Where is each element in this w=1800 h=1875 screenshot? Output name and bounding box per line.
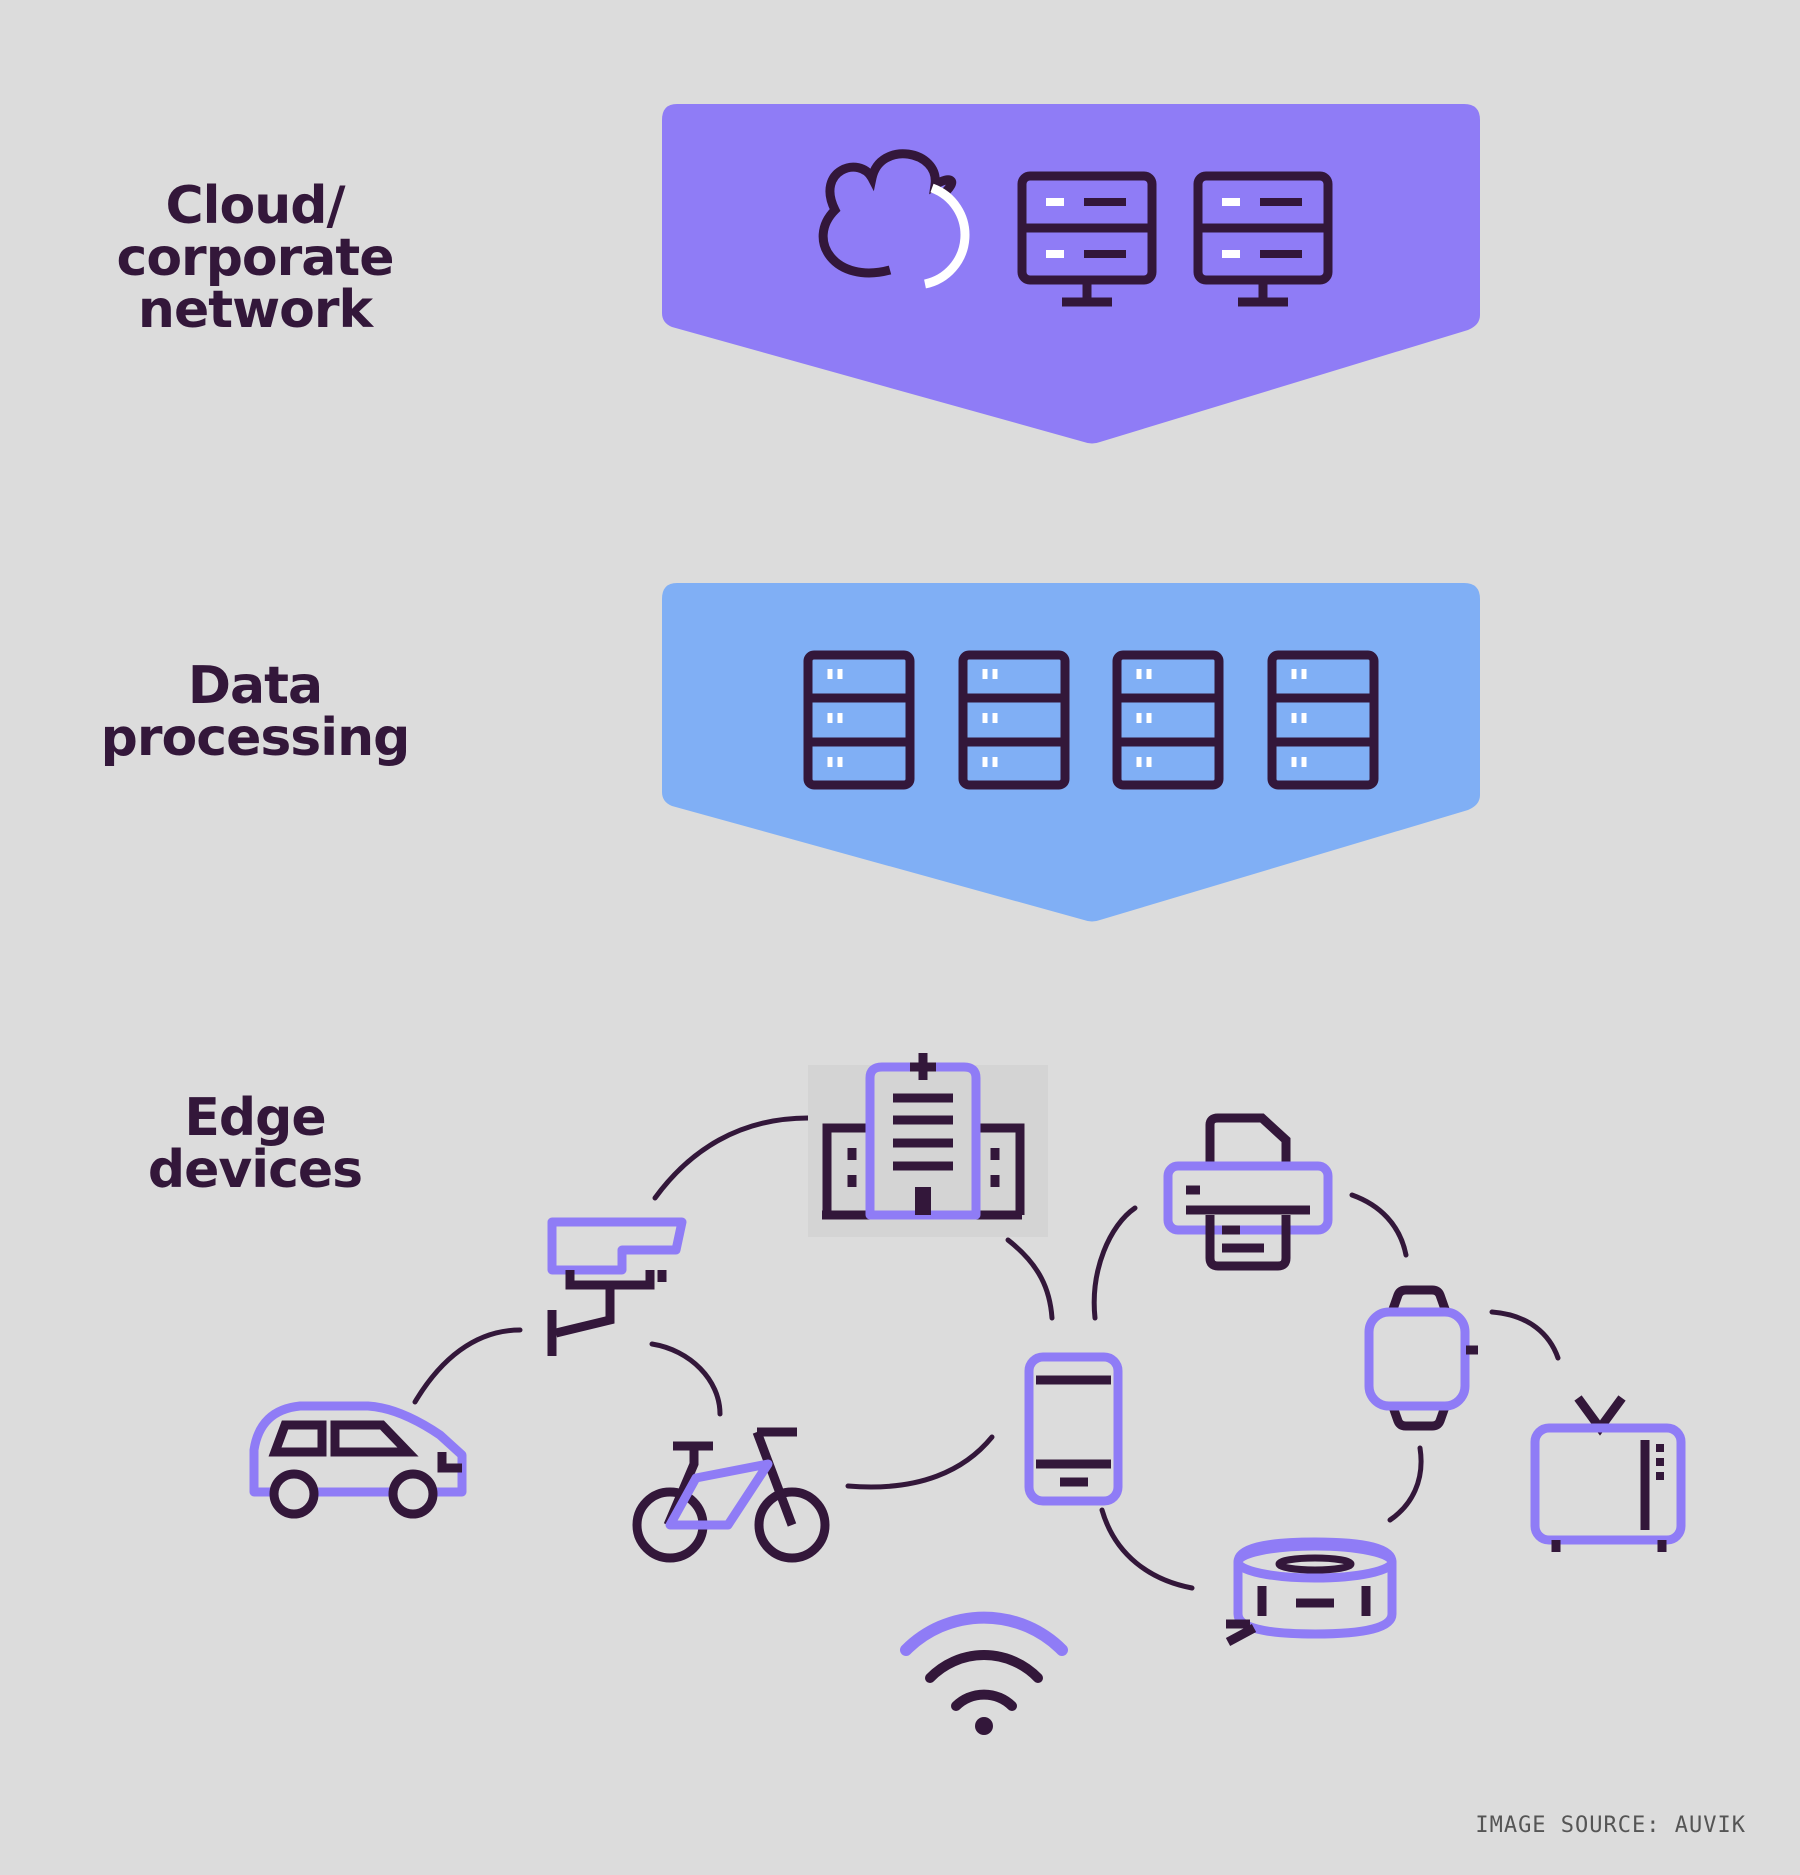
robot-vacuum-icon (1225, 1537, 1397, 1646)
desktop-server-icon (1193, 171, 1333, 307)
processing-tier-shape (662, 583, 1480, 922)
edge-tier-label: Edge devices (60, 1092, 450, 1196)
hospital-icon (808, 1053, 1048, 1237)
bicycle-icon (632, 1427, 830, 1563)
security-camera-icon (547, 1217, 687, 1356)
smartwatch-icon (1364, 1285, 1478, 1431)
server-rack-icon (958, 650, 1070, 790)
processing-label-line: Data (187, 656, 323, 716)
image-source-credit: IMAGE SOURCE: AUVIK (1475, 1813, 1746, 1838)
edge-label-line: Edge (184, 1088, 326, 1148)
cloud-icon (818, 149, 970, 289)
processing-tier-banner (662, 583, 1480, 922)
car-icon (249, 1401, 467, 1519)
edge-device-links (412, 1115, 1561, 1591)
cloud-label-line: corporate (116, 228, 395, 288)
cloud-label-line: Cloud/ (165, 176, 346, 236)
processing-label-line: processing (100, 708, 411, 768)
server-rack-icon (1112, 650, 1224, 790)
smartphone-icon (1024, 1352, 1123, 1506)
tv-icon (1530, 1395, 1686, 1552)
cloud-tier-label: Cloud/ corporate network (60, 180, 450, 336)
desktop-server-icon (1017, 171, 1157, 307)
wifi-icon (900, 1611, 1068, 1735)
cloud-tier-shape (662, 104, 1480, 444)
server-rack-icon (1267, 650, 1379, 790)
processing-tier-label: Data processing (60, 660, 450, 764)
cloud-tier-banner (662, 104, 1480, 444)
printer-icon (1163, 1113, 1333, 1271)
cloud-label-line: network (137, 280, 373, 340)
edge-label-line: devices (147, 1140, 363, 1200)
server-rack-icon (803, 650, 915, 790)
